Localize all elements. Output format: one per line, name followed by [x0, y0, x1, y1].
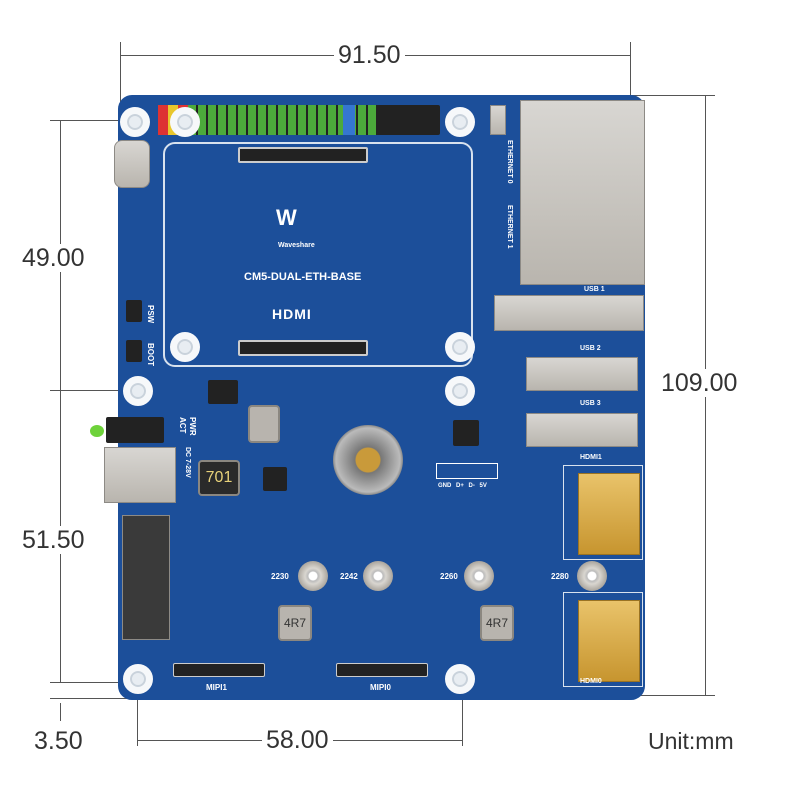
usb3-label: USB 3: [580, 400, 601, 407]
hdmi0-label: HDMI0: [580, 678, 602, 685]
dimension-line-offset: [60, 703, 61, 721]
extension-line: [137, 690, 138, 746]
psw-button: [126, 300, 142, 322]
extension-line: [630, 695, 715, 696]
hdmi0-port: [578, 600, 640, 682]
m2-standoff: [464, 561, 494, 591]
extension-line: [50, 120, 130, 121]
m2-standoff: [298, 561, 328, 591]
m2-slot: [122, 515, 170, 640]
dimension-bottom-holes: 58.00: [262, 726, 333, 754]
mipi1-label: MIPI1: [206, 683, 227, 692]
led-holder: [106, 417, 164, 443]
boot-label: BOOT: [146, 343, 155, 367]
pcb-board: W Waveshare CM5-DUAL-ETH-BASE HDMI PSW B…: [90, 95, 645, 700]
unit-label: Unit:mm: [644, 727, 738, 755]
usb-c-port: [114, 140, 150, 188]
ic-chip: [453, 420, 479, 446]
waveshare-logo: W: [276, 205, 297, 230]
dc-label: DC 7-28V: [184, 447, 191, 478]
hdmi1-outline: [563, 465, 643, 560]
act-label: ACT: [178, 417, 187, 434]
usb-header-pins: [436, 463, 498, 479]
usb1-port: [494, 295, 644, 331]
ic-chip: [208, 380, 238, 404]
extension-line: [50, 698, 130, 699]
hdmi0-outline: [563, 592, 643, 687]
hdmi1-label: HDMI1: [580, 454, 602, 461]
dimension-bottom-offset: 3.50: [30, 727, 87, 755]
ic-chip: [263, 467, 287, 491]
m2-size-label: 2280: [551, 572, 569, 581]
dimension-left-upper: 49.00: [18, 244, 89, 272]
dimension-width: 91.50: [334, 41, 405, 69]
mounting-hole: [445, 107, 475, 137]
m2-standoff: [363, 561, 393, 591]
mounting-hole: [120, 107, 150, 137]
pwr-label: PWR: [188, 417, 197, 436]
extension-line: [630, 42, 631, 102]
m2-size-label: 2260: [440, 572, 458, 581]
hdmi1-port: [578, 473, 640, 555]
extension-line: [630, 95, 715, 96]
mipi0-connector: [336, 663, 428, 677]
psw-label: PSW: [146, 305, 155, 324]
mounting-hole: [170, 107, 200, 137]
mounting-hole: [445, 664, 475, 694]
extension-line: [50, 682, 130, 683]
inductor-701: 701: [198, 460, 240, 496]
mounting-hole: [445, 332, 475, 362]
usb-header-label: GND D+ D- 5V: [438, 483, 487, 489]
extension-line: [50, 390, 130, 391]
extension-line: [462, 690, 463, 746]
mipi0-label: MIPI0: [370, 683, 391, 692]
model-label: CM5-DUAL-ETH-BASE: [244, 271, 362, 283]
mounting-hole: [123, 376, 153, 406]
hdmi-logo: HDMI: [272, 306, 312, 322]
inductor: [248, 405, 280, 443]
mounting-hole: [445, 376, 475, 406]
cm5-module-area: [163, 142, 473, 367]
fan-connector: [490, 105, 506, 135]
dimension-line-left: [60, 120, 61, 682]
usb3-port: [526, 413, 638, 447]
mipi1-connector: [173, 663, 265, 677]
m2-size-label: 2242: [340, 572, 358, 581]
gpio-header: [158, 105, 440, 135]
ethernet1-label: ETHERNET 1: [506, 205, 513, 249]
dimension-left-lower: 51.50: [18, 526, 89, 554]
ethernet-ports: [520, 100, 645, 285]
mounting-hole: [170, 332, 200, 362]
dimension-height: 109.00: [657, 369, 742, 397]
cm5-connector: [238, 147, 368, 163]
usb1-label: USB 1: [584, 286, 605, 293]
usb2-port: [526, 357, 638, 391]
boot-button: [126, 340, 142, 362]
cm5-connector: [238, 340, 368, 356]
usb2-label: USB 2: [580, 345, 601, 352]
mounting-hole: [123, 664, 153, 694]
rtc-battery-holder: [333, 425, 403, 495]
inductor-4r7: 4R7: [480, 605, 514, 641]
m2-size-label: 2230: [271, 572, 289, 581]
led: [90, 425, 104, 437]
inductor-4r7: 4R7: [278, 605, 312, 641]
dc-jack: [104, 447, 176, 503]
m2-standoff: [577, 561, 607, 591]
brand-label: Waveshare: [278, 242, 315, 249]
ethernet0-label: ETHERNET 0: [506, 140, 513, 184]
extension-line: [120, 42, 121, 102]
